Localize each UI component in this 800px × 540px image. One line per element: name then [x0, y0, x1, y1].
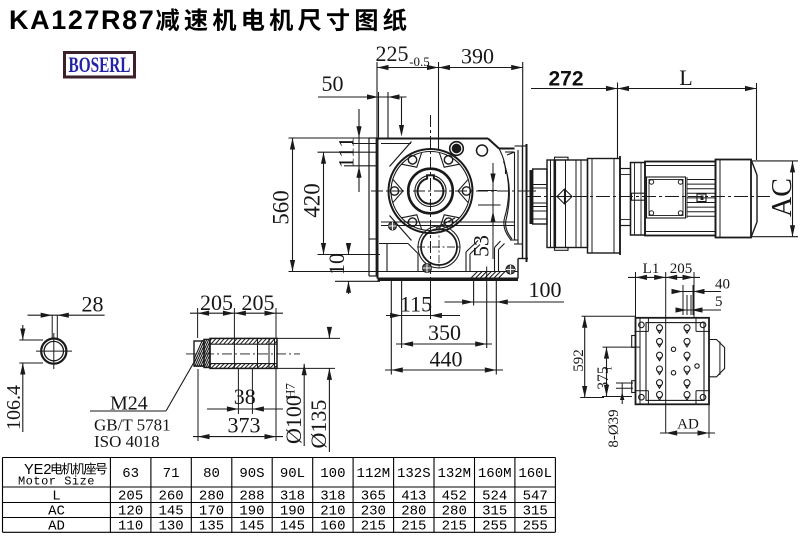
- svg-text:318: 318: [280, 489, 305, 505]
- svg-text:190: 190: [239, 504, 264, 520]
- svg-text:160: 160: [320, 518, 345, 534]
- svg-text:8-Ø39: 8-Ø39: [606, 409, 622, 447]
- svg-text:524: 524: [482, 489, 507, 505]
- svg-text:315: 315: [523, 504, 548, 520]
- svg-text:160L: 160L: [518, 466, 552, 482]
- svg-text:318: 318: [320, 489, 345, 505]
- svg-text:AC: AC: [767, 178, 798, 217]
- svg-text:L1: L1: [643, 261, 660, 277]
- svg-text:288: 288: [239, 489, 264, 505]
- svg-text:Ø135: Ø135: [306, 400, 331, 449]
- svg-text:145: 145: [239, 518, 264, 534]
- svg-text:170: 170: [199, 504, 224, 520]
- svg-text:63: 63: [122, 466, 139, 482]
- svg-text:90L: 90L: [280, 466, 305, 482]
- svg-text:-0.5: -0.5: [409, 54, 430, 69]
- svg-text:390: 390: [461, 44, 494, 69]
- svg-text:225: 225: [376, 41, 409, 66]
- svg-text:ISO 4018: ISO 4018: [94, 432, 160, 451]
- svg-text:110: 110: [118, 518, 143, 534]
- svg-text:KA127R87: KA127R87: [9, 5, 155, 35]
- svg-text:106.4: 106.4: [3, 385, 25, 430]
- svg-text:215: 215: [401, 518, 426, 534]
- svg-text:365: 365: [361, 489, 386, 505]
- svg-text:135: 135: [199, 518, 224, 534]
- svg-text:230: 230: [361, 504, 386, 520]
- svg-text:1: 1: [604, 366, 614, 371]
- svg-text:BOSERL: BOSERL: [69, 52, 131, 77]
- svg-text:53: 53: [469, 235, 494, 257]
- svg-text:547: 547: [523, 489, 548, 505]
- svg-text:AD: AD: [677, 417, 699, 433]
- svg-text:350: 350: [428, 320, 461, 345]
- svg-text:AC: AC: [48, 504, 65, 520]
- svg-text:215: 215: [442, 518, 467, 534]
- svg-text:115: 115: [400, 292, 432, 317]
- svg-text:190: 190: [280, 504, 305, 520]
- svg-text:420: 420: [300, 183, 325, 218]
- svg-text:5: 5: [715, 294, 723, 310]
- svg-text:452: 452: [442, 489, 467, 505]
- svg-text:90S: 90S: [239, 466, 264, 482]
- svg-text:AD: AD: [48, 518, 65, 534]
- svg-text:112M: 112M: [357, 466, 391, 482]
- svg-text:H7: H7: [283, 383, 298, 399]
- svg-text:38: 38: [234, 384, 256, 409]
- svg-text:Ø100: Ø100: [281, 395, 306, 444]
- svg-text:440: 440: [430, 347, 463, 372]
- svg-text:100: 100: [320, 466, 345, 482]
- svg-text:205: 205: [118, 489, 143, 505]
- svg-text:255: 255: [482, 518, 507, 534]
- svg-text:413: 413: [401, 489, 426, 505]
- svg-text:L: L: [52, 489, 60, 505]
- svg-text:260: 260: [158, 489, 183, 505]
- svg-text:205: 205: [200, 290, 233, 315]
- svg-text:145: 145: [280, 518, 305, 534]
- svg-text:120: 120: [118, 504, 143, 520]
- svg-text:M24: M24: [110, 393, 148, 415]
- svg-text:132M: 132M: [437, 466, 471, 482]
- svg-text:255: 255: [523, 518, 548, 534]
- svg-text:10: 10: [324, 253, 349, 275]
- svg-text:40: 40: [715, 276, 730, 292]
- svg-text:130: 130: [158, 518, 183, 534]
- svg-text:592: 592: [571, 349, 587, 372]
- svg-text:560: 560: [269, 190, 294, 225]
- svg-text:280: 280: [442, 504, 467, 520]
- svg-text:160M: 160M: [478, 466, 512, 482]
- svg-text:272: 272: [548, 68, 583, 91]
- svg-text:71: 71: [163, 466, 180, 482]
- svg-text:280: 280: [199, 489, 224, 505]
- svg-text:80: 80: [203, 466, 220, 482]
- svg-text:GB/T 5781: GB/T 5781: [94, 416, 171, 435]
- svg-text:L: L: [679, 65, 692, 90]
- svg-text:28: 28: [82, 292, 104, 317]
- svg-text:280: 280: [401, 504, 426, 520]
- svg-text:50: 50: [322, 71, 344, 96]
- svg-text:145: 145: [158, 504, 183, 520]
- svg-text:205: 205: [670, 261, 693, 277]
- svg-text:215: 215: [361, 518, 386, 534]
- svg-text:YE2: YE2: [24, 462, 51, 478]
- svg-text:100: 100: [529, 277, 562, 302]
- svg-text:373: 373: [228, 413, 261, 438]
- svg-text:132S: 132S: [397, 466, 431, 482]
- svg-text:Motor Size: Motor Size: [18, 475, 95, 489]
- svg-text:210: 210: [320, 504, 345, 520]
- svg-text:205: 205: [242, 290, 275, 315]
- svg-text:315: 315: [482, 504, 507, 520]
- svg-text:375: 375: [595, 366, 612, 390]
